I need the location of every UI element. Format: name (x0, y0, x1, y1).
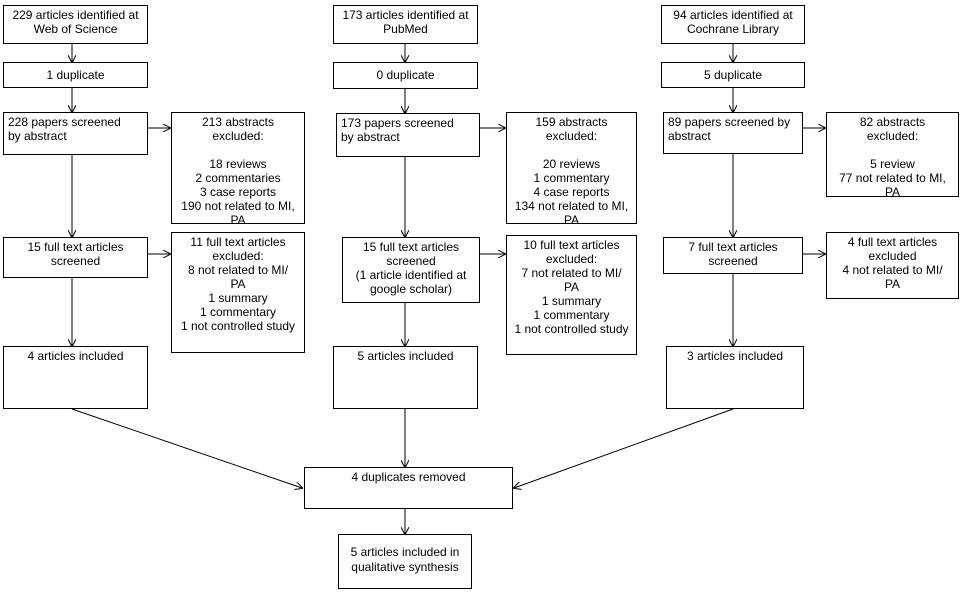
identified-box-web-of-science: 229 articles identified at Web of Scienc… (3, 5, 148, 44)
fulltext-excluded-box-web-of-science: 11 full text articles excluded: 8 not re… (171, 232, 305, 353)
screened-box-pubmed: 173 papers screened by abstract (336, 113, 480, 157)
duplicate-box-web-of-science: 1 duplicate (3, 62, 148, 88)
fulltext-screened-box-cochrane-library: 7 full text articles screened (663, 237, 803, 274)
included-box-pubmed: 5 articles included (333, 346, 478, 409)
screened-box-web-of-science: 228 papers screened by abstract (3, 112, 148, 155)
arrow (71, 408, 302, 488)
screened-box-cochrane-library: 89 papers screened by abstract (663, 112, 803, 154)
identified-box-pubmed: 173 articles identified at PubMed (333, 5, 478, 44)
included-box-web-of-science: 4 articles included (3, 346, 148, 409)
included-box-cochrane-library: 3 articles included (666, 346, 804, 409)
duplicate-box-pubmed: 0 duplicate (333, 62, 478, 89)
fulltext-excluded-box-pubmed: 10 full text articles excluded: 7 not re… (506, 235, 637, 355)
identified-box-cochrane-library: 94 articles identified at Cochrane Libra… (661, 5, 805, 44)
abstracts-excluded-box-web-of-science: 213 abstracts excluded: 18 reviews 2 com… (171, 112, 305, 224)
fulltext-excluded-box-cochrane-library: 4 full text articles excluded 4 not rela… (826, 232, 959, 299)
abstracts-excluded-box-cochrane-library: 82 abstracts excluded: 5 review 77 not r… (826, 112, 959, 197)
final-included-box: 5 articles included in qualitative synth… (338, 534, 472, 589)
duplicates-removed-box: 4 duplicates removed (304, 467, 513, 509)
arrow (514, 408, 734, 488)
fulltext-screened-box-pubmed: 15 full text articles screened (1 articl… (342, 237, 480, 303)
abstracts-excluded-box-pubmed: 159 abstracts excluded: 20 reviews 1 com… (506, 112, 637, 224)
duplicate-box-cochrane-library: 5 duplicate (661, 62, 805, 88)
fulltext-screened-box-web-of-science: 15 full text articles screened (3, 237, 148, 278)
